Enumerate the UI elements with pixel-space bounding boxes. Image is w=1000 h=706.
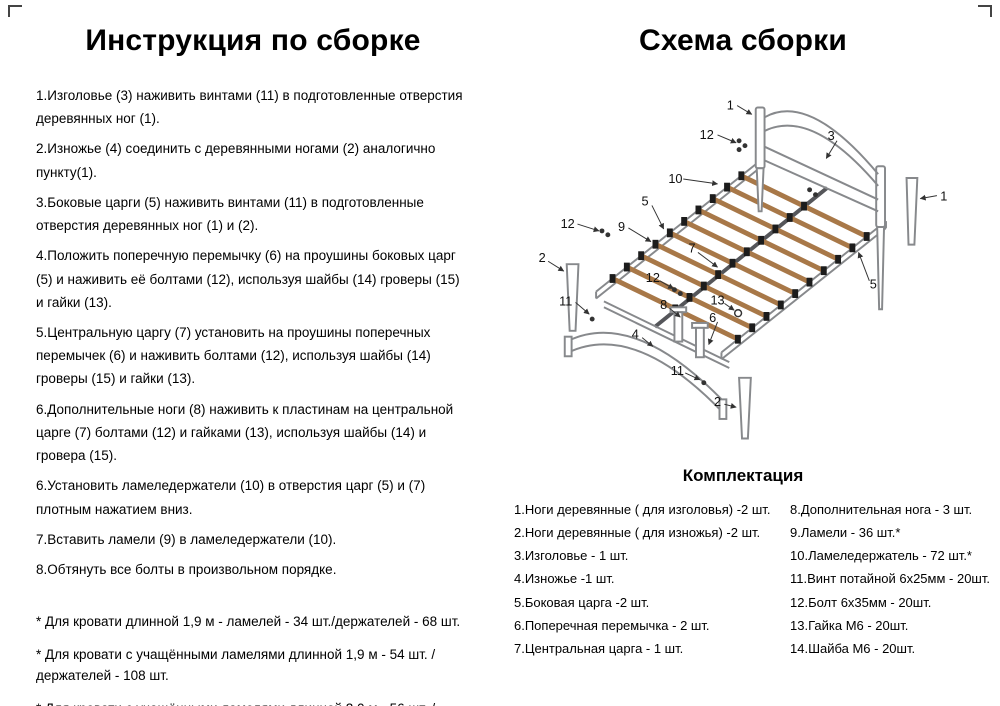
cross-bar [603,300,730,369]
assembly-step: 3.Боковые царги (5) наживить винтами (11… [36,194,424,234]
hardware [589,138,818,386]
assembly-steps: 1.Изголовье (3) наживить винтами (11) в … [36,84,470,581]
footnotes: * Для кровати длинной 1,9 м - ламелей - … [36,611,470,706]
slat [710,194,841,264]
diagram-column: Схема сборки [492,16,994,660]
part-item: 13.Гайка М6 - 20шт. [790,617,909,633]
footnote: * Для кровати длинной 1,9 м - ламелей - … [36,614,461,630]
parts-list: 1.Ноги деревянные ( для изголовья) -2 шт… [492,498,994,660]
diagram-callout: 5 [642,193,649,208]
assembly-step: 5.Центральную царгу (7) установить на пр… [36,324,431,387]
slat [667,228,798,298]
slat [638,251,769,321]
diagram-callout: 10 [668,171,682,186]
bed-assembly-diagram: 1 12 3 1 10 5 12 9 7 2 12 11 8 13 6 5 4 … [539,97,948,440]
slat [696,206,827,276]
head-leg-detached [905,177,919,246]
diagram-callout: 3 [828,128,835,143]
part-item: 6.Поперечная перемычка - 2 шт. [514,617,710,633]
instructions-column: Инструкция по сборке 1.Изголовье (3) наж… [36,16,470,706]
diagram-callout: 12 [700,127,714,142]
footboard [563,331,728,420]
assembly-step: 6.Установить ламеледержатели (10) в отве… [36,478,426,517]
slat [681,217,812,287]
part-item: 11.Винт потайной 6х25мм - 20шт. [790,571,990,587]
footnote: * Для кровати с учащёнными ламелями длин… [36,698,470,706]
diagram-callout: 1 [727,97,734,112]
diagram-callout: 2 [539,250,546,265]
assembly-step: 4.Положить поперечную перемычку (6) на п… [36,248,460,310]
part-item: 12.Болт 6х35мм - 20шт. [790,594,932,610]
crop-mark [978,5,992,17]
head-leg [876,226,886,311]
assembly-step: 1.Изголовье (3) наживить винтами (11) в … [36,88,463,127]
assembly-step: 6.Дополнительные ноги (8) наживить к пла… [36,401,454,464]
parts-column-left: 1.Ноги деревянные ( для изголовья) -2 шт… [514,498,782,660]
callout-leader-lines [547,105,938,409]
diagram-callout: 12 [561,216,575,231]
diagram-callout: 8 [660,297,667,312]
assembly-step: 7.Вставить ламели (9) в ламеледержатели … [36,531,337,547]
diagram-callout: 1 [940,189,947,204]
part-item: 4.Изножье -1 шт. [514,571,615,587]
assembly-step: 2.Изножье (4) соединить с деревянными но… [36,141,436,180]
assembly-step: 8.Обтянуть все болты в произвольном поря… [36,561,337,577]
diagram-callout: 5 [870,277,877,292]
part-item: 10.Ламеледержатель - 72 шт.* [790,548,972,564]
headboard [754,106,886,311]
part-item: 1.Ноги деревянные ( для изголовья) -2 шт… [514,502,771,517]
crop-mark [8,5,22,17]
instructions-title: Инструкция по сборке [85,24,421,57]
head-leg [755,167,765,213]
part-item: 7.Центральная царга - 1 шт. [514,640,684,656]
central-rail [653,186,829,329]
diagram-callout: 2 [714,394,721,409]
callout-labels: 1 12 3 1 10 5 12 9 7 2 12 11 8 13 6 5 4 … [539,97,948,409]
part-item: 8.Дополнительная нога - 3 шт. [790,502,973,517]
foot-leg [738,376,752,440]
part-item: 9.Ламели - 36 шт.* [790,525,901,541]
parts-column-right: 8.Дополнительная нога - 3 шт. 9.Ламели -… [790,498,994,660]
foot-leg [565,263,580,332]
diagram-callout: 11 [559,293,572,308]
diagram-callout: 6 [709,310,716,325]
footnote: * Для кровати с учащёнными ламелями длин… [36,646,436,684]
diagram-callout: 12 [646,270,660,285]
part-item: 14.Шайба М6 - 20шт. [790,640,916,656]
slat [624,263,755,333]
part-item: 3.Изголовье - 1 шт. [514,548,629,564]
part-item: 2.Ноги деревянные ( для изножья) -2 шт. [514,525,761,541]
foot-legs [565,263,752,440]
diagram-title: Схема сборки [638,24,848,57]
diagram-callout: 13 [710,292,724,307]
diagram-callout: 7 [689,240,696,255]
diagram-callout: 11 [671,363,684,378]
diagram-callout: 9 [618,219,625,234]
diagram-callout: 4 [632,327,639,342]
part-item: 5.Боковая царга -2 шт. [514,594,650,610]
parts-list-title: Комплектация [682,466,804,485]
